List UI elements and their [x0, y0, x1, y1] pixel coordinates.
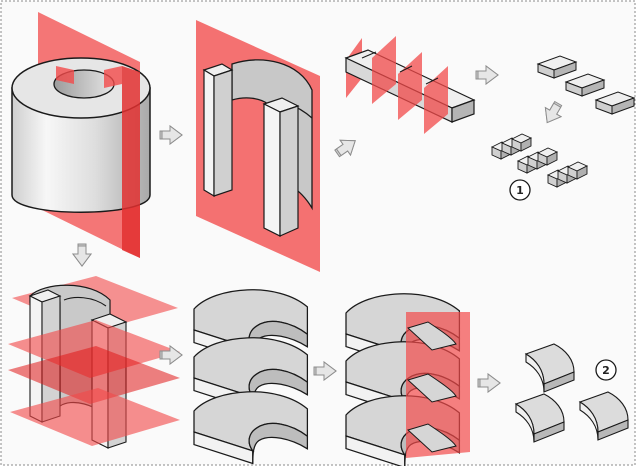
- step-1-badge: 1: [510, 180, 530, 200]
- half-ring-slabs-with-cut-plane: [346, 294, 470, 466]
- svg-text:2: 2: [602, 364, 610, 377]
- half-ring-slabs: [194, 290, 307, 464]
- svg-text:1: 1: [516, 184, 524, 197]
- step-2-badge: 2: [596, 360, 616, 380]
